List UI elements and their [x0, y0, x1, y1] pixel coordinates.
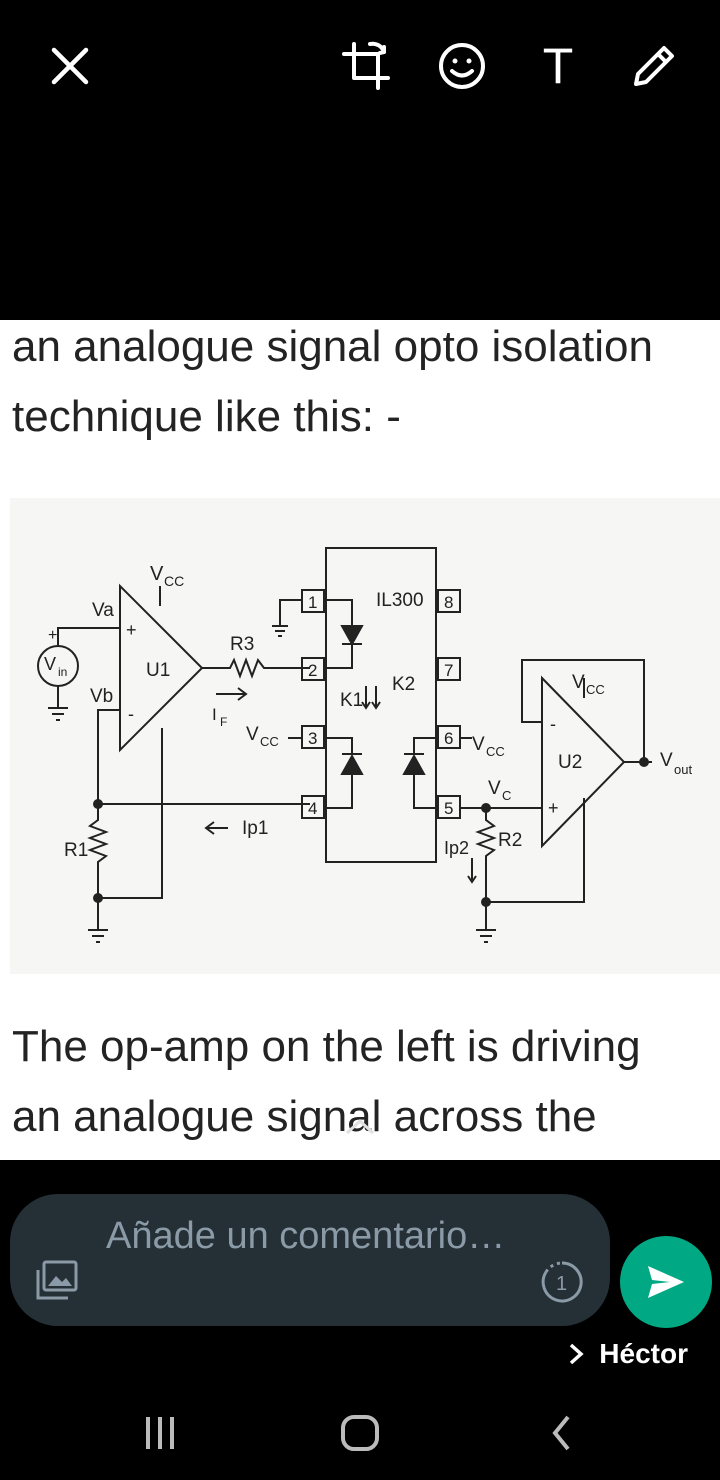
vin-plus: + [48, 627, 57, 644]
vc-label: V [488, 778, 501, 799]
k2-label: K2 [392, 674, 415, 695]
crop-rotate-icon[interactable] [334, 34, 398, 98]
vin-label: V [44, 654, 56, 674]
send-icon [648, 1266, 684, 1298]
vcc-u2-sub: CC [586, 682, 605, 697]
if-sub: F [220, 715, 227, 729]
r3-label: R3 [230, 634, 254, 655]
u2-label: U2 [558, 752, 582, 773]
editor-toolbar: T [0, 0, 720, 320]
circuit-diagram: V CC + - U1 Va Vb V in + R1 R3 [10, 498, 720, 974]
u2-minus: - [550, 714, 556, 734]
gallery-icon[interactable] [36, 1260, 78, 1305]
r2-label: R2 [498, 830, 522, 851]
op-amp-u1 [119, 583, 204, 753]
home-button[interactable] [330, 1408, 390, 1458]
svg-text:6: 6 [444, 729, 453, 748]
close-icon[interactable] [38, 34, 102, 98]
recipient[interactable]: Héctor [567, 1338, 688, 1370]
svg-text:1: 1 [556, 1273, 567, 1295]
vcc-u2-label: V [572, 672, 585, 693]
svg-text:3: 3 [308, 729, 317, 748]
recent-apps-button[interactable] [130, 1408, 190, 1458]
vcc6-sub: CC [486, 744, 505, 759]
vin-sub: in [58, 665, 67, 679]
chevron-up-icon [345, 1118, 375, 1135]
vcc6-label: V [472, 734, 485, 755]
svg-text:4: 4 [308, 799, 317, 818]
vb-label: Vb [90, 686, 113, 707]
system-navbar [0, 1390, 720, 1480]
view-once-icon[interactable]: 1 [540, 1260, 584, 1309]
vc-sub: C [502, 788, 511, 803]
composer-area: Añade un comentario… 1 Héctor [0, 1160, 720, 1480]
minus-label: - [128, 704, 134, 724]
op-amp-u2 [541, 675, 626, 849]
vcc-sub: CC [164, 573, 184, 589]
send-button[interactable] [620, 1236, 712, 1328]
filters-handle[interactable] [0, 1078, 720, 1160]
comment-input[interactable]: Añade un comentario… 1 [10, 1194, 610, 1326]
emoji-icon[interactable] [430, 34, 494, 98]
il300-label: IL300 [376, 590, 424, 611]
plus-label: + [126, 620, 137, 640]
svg-text:1: 1 [308, 593, 317, 612]
u2-plus: + [548, 798, 559, 818]
vcc-label: V [150, 563, 164, 585]
il300-chip [325, 547, 437, 863]
if-label: I [212, 705, 217, 724]
vcc3-label: V [246, 724, 259, 745]
k1-label: K1 [340, 690, 363, 711]
text-line: an analogue signal opto isolation [12, 322, 653, 371]
ip2-label: Ip2 [444, 838, 469, 858]
svg-text:7: 7 [444, 661, 453, 680]
text-line: The op-amp on the left is driving [12, 1022, 641, 1071]
pencil-icon[interactable] [622, 34, 686, 98]
text-tool-label: T [542, 38, 574, 94]
svg-text:5: 5 [444, 799, 453, 818]
va-label: Va [92, 600, 114, 621]
recipient-name: Héctor [599, 1338, 688, 1369]
u1-label: U1 [146, 660, 170, 681]
comment-placeholder: Añade un comentario… [106, 1215, 506, 1257]
image-preview: an analogue signal opto isolation techni… [0, 320, 720, 1160]
chevron-right-icon [570, 1343, 584, 1365]
text-line: technique like this: - [12, 392, 401, 441]
vcc3-sub: CC [260, 734, 279, 749]
r1-label: R1 [64, 840, 88, 861]
ip1-label: Ip1 [242, 818, 268, 839]
vout-label: V [660, 750, 673, 771]
back-button[interactable] [532, 1408, 592, 1458]
text-line: an analogue signal across the [12, 1092, 597, 1141]
svg-text:8: 8 [444, 593, 453, 612]
vout-sub: out [674, 762, 692, 777]
svg-text:2: 2 [308, 661, 317, 680]
text-icon[interactable]: T [526, 34, 590, 98]
